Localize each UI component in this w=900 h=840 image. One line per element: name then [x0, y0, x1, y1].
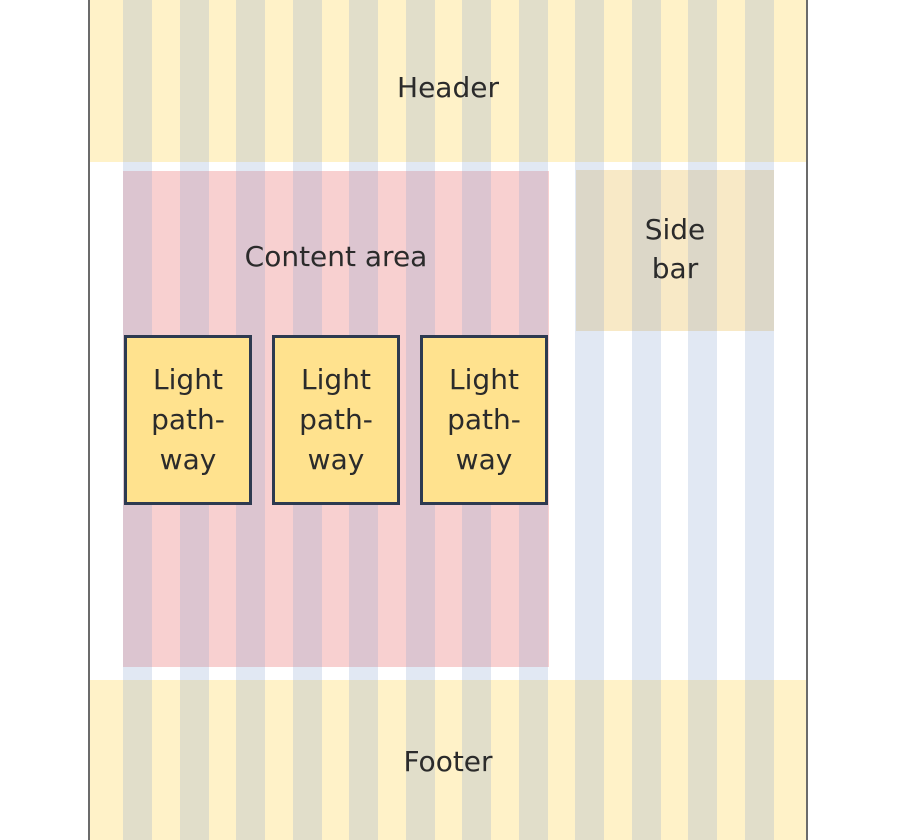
grid-column-12 [744, 0, 774, 840]
light-pathway-box-2: Light path- way [272, 335, 400, 505]
pathway-text: way [159, 443, 217, 476]
header-label: Header [397, 71, 499, 104]
pathway-text: Light [449, 363, 519, 396]
content-area-label: Content area [244, 240, 428, 273]
header-region [90, 0, 806, 162]
footer-label: Footer [403, 745, 493, 778]
pathway-text: path- [447, 403, 521, 436]
footer-region [90, 680, 806, 840]
grid-column-9 [575, 0, 604, 840]
pathway-text: way [455, 443, 513, 476]
pathway-text: way [307, 443, 365, 476]
light-pathway-box-1: Light path- way [124, 335, 252, 505]
sidebar-region [576, 170, 774, 331]
sidebar-label-line2: bar [651, 252, 699, 285]
pathway-text: path- [151, 403, 225, 436]
sidebar-label-line1: Side [644, 213, 706, 246]
sidebar-label: Side bar [576, 210, 774, 288]
pathway-text: path- [299, 403, 373, 436]
grid-column-11 [688, 0, 717, 840]
pathway-text: Light [301, 363, 371, 396]
pathway-text: Light [153, 363, 223, 396]
grid-column-10 [631, 0, 661, 840]
light-pathway-box-3: Light path- way [420, 335, 548, 505]
